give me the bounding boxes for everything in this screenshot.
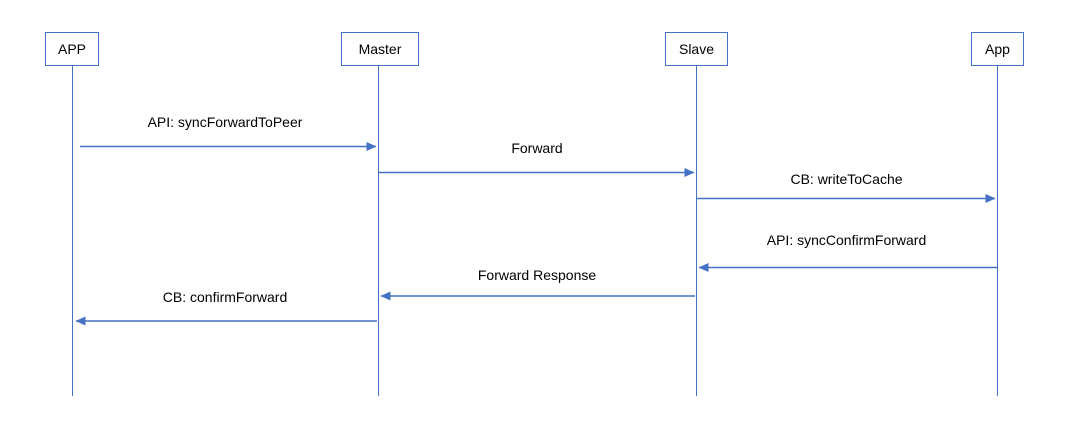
actor-box-master: Master — [341, 32, 419, 66]
message-label-forward: Forward — [511, 140, 563, 156]
message-label-forward-response: Forward Response — [477, 267, 597, 283]
message-label-write-to-cache: CB: writeToCache — [790, 171, 903, 187]
actor-label: Master — [358, 41, 402, 57]
lifeline-slave — [695, 66, 697, 396]
message-label-sync-forward-to-peer: API: syncForwardToPeer — [147, 114, 303, 130]
actor-box-slave: Slave — [665, 32, 728, 66]
lifeline-app-caller — [71, 66, 73, 396]
message-label-confirm-forward: CB: confirmForward — [162, 289, 288, 305]
actor-label: App — [985, 41, 1010, 57]
actor-box-app-peer: App — [971, 32, 1024, 66]
lifeline-master — [377, 66, 379, 396]
actor-box-app-caller: APP — [45, 32, 99, 66]
message-label-sync-confirm-forward: API: syncConfirmForward — [766, 232, 927, 248]
lifeline-app-peer — [996, 66, 998, 396]
actor-label: APP — [57, 41, 86, 57]
actor-label: Slave — [678, 41, 715, 57]
